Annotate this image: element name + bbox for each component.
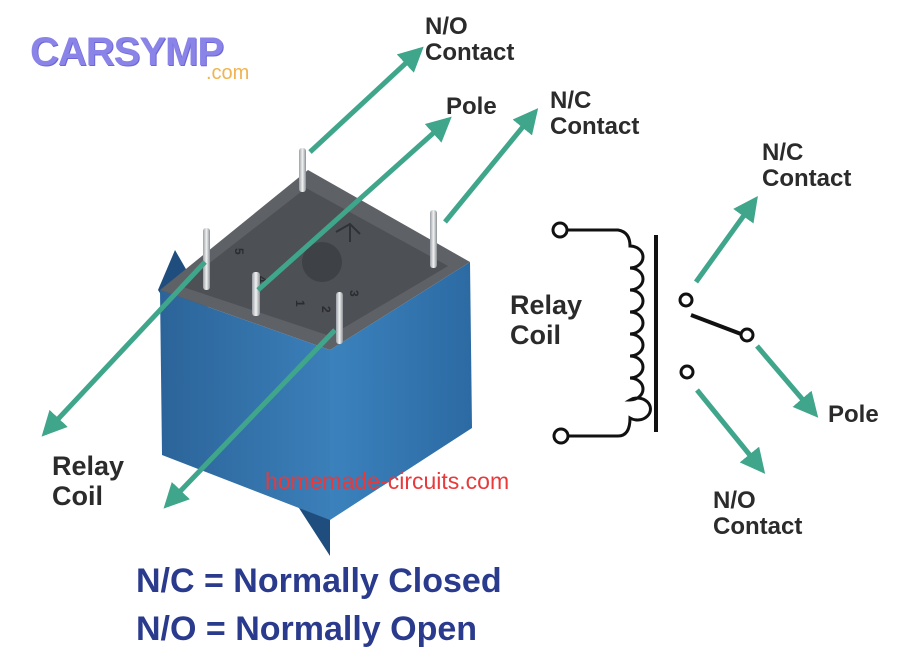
pin-marking: 4 [255,276,269,283]
photo-arrows [41,46,539,509]
arrow-nc-contact [443,108,539,224]
relay-pin [336,292,343,344]
arrow-schem-pole [755,344,819,418]
arrow-pole [256,116,452,292]
label-line: Relay [52,451,125,481]
logo-brand: CARSYMP [30,30,224,74]
no-contact-terminal [679,364,695,380]
nc-contact-terminal [678,292,694,308]
label-line: Contact [425,39,515,67]
arrow-relay-coil-lower [163,328,337,509]
arrow-schem-no [695,388,766,474]
relay-front-face [160,290,330,520]
carsymp-logo: CARSYMP .com [30,30,280,90]
label-schem-relay-coil: Relay Coil [510,290,583,350]
label-line: N/O [425,13,468,40]
label-photo-nc-contact: N/C Contact [550,87,640,141]
relay-pin [203,228,210,290]
coil-terminal-bottom [552,427,570,445]
label-line: Contact [550,113,640,141]
label-schem-pole: Pole [828,401,879,428]
pin-marking: 3 [347,290,361,297]
relay-pin [299,148,306,192]
label-line: N/C [762,139,804,166]
label-photo-relay-coil: Relay Coil [52,451,125,511]
coil-winding [567,228,652,438]
legend-no: N/O = Normally Open [136,610,478,648]
legend-nc: N/C = Normally Closed [136,562,502,600]
pin-marking: 1 [293,300,307,307]
label-line: Relay [510,290,583,320]
relay-right-face [330,262,472,520]
relay-pin-markings: 5 3 4 1 2 [232,248,361,313]
coil-terminal-top [551,221,569,239]
relay-pin [252,272,260,316]
label-line: Coil [52,480,103,511]
arrow-no-contact [308,46,424,154]
watermark: homemade-circuits.com [265,468,510,494]
pin-marking: 5 [232,248,246,255]
logo-domain: .com [206,62,250,84]
label-schem-nc-contact: N/C Contact [762,139,852,193]
label-line: Coil [510,319,561,350]
pin-marking: 2 [319,306,333,313]
relay-pin [430,210,437,268]
relay-schematic [551,221,755,445]
switch-blade [690,313,742,336]
label-line: Contact [713,513,803,541]
arrow-schem-nc [693,195,758,284]
relay-top-mark [335,222,361,242]
label-line: N/C [550,87,592,114]
arrow-relay-coil-upper [41,260,207,437]
label-line: Contact [762,165,852,193]
relay-top-blob [302,242,342,282]
label-photo-no-contact: N/O Contact [425,13,515,67]
schematic-arrows [693,195,819,474]
pole-terminal [739,327,755,343]
label-schem-no-contact: N/O Contact [713,487,803,541]
relay-photo: 5 3 4 1 2 [158,148,472,556]
label-line: N/O [713,487,756,514]
label-photo-pole: Pole [446,93,497,120]
